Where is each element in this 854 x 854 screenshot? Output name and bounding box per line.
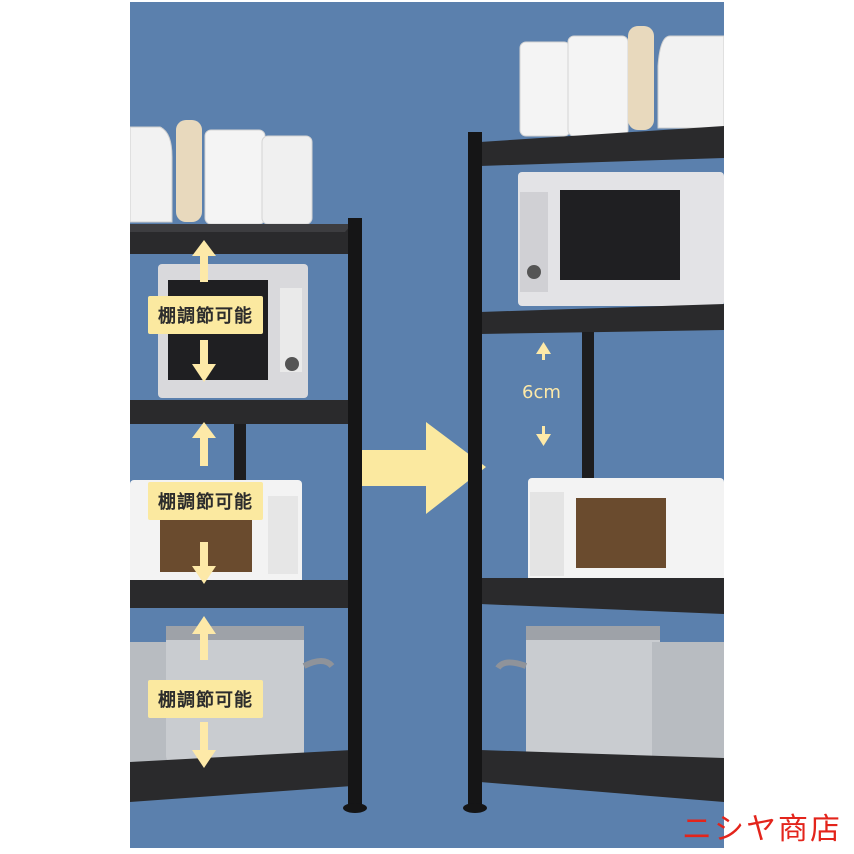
right-shelf-4 (480, 750, 724, 802)
up-down-arrow-1 (200, 250, 208, 282)
canister-left-2 (261, 135, 313, 225)
canister-left (204, 129, 266, 225)
right-shelf-1 (480, 126, 724, 166)
left-front-post (348, 218, 362, 808)
right-shelf-3 (480, 578, 724, 614)
transition-arrow-icon (362, 422, 486, 514)
left-shelf-2 (130, 400, 352, 424)
left-shelf-3 (130, 580, 352, 608)
pot-right-1 (526, 626, 660, 766)
right-rack (463, 26, 724, 813)
grinder-left (176, 120, 202, 222)
up-down-arrow-2 (200, 432, 208, 466)
pitcher-right (657, 35, 724, 129)
adjustable-label-3: 棚調節可能 (148, 680, 263, 718)
pot-right-2 (652, 642, 724, 762)
canister-right-2 (567, 35, 629, 137)
right-front-post (468, 132, 482, 808)
shop-watermark: ニシヤ商店 (682, 812, 842, 847)
product-photo-panel: 棚調節可能 棚調節可能 棚調節可能 6cm (130, 2, 724, 848)
shelf-illustration (130, 26, 724, 813)
adjustable-label-1: 棚調節可能 (148, 296, 263, 334)
gap-label: 6cm (522, 382, 561, 403)
right-shelf-2 (480, 304, 724, 334)
canister-right (519, 41, 571, 137)
adjustable-label-2: 棚調節可能 (148, 482, 263, 520)
up-down-arrow-3 (200, 626, 208, 660)
left-shelf-4 (130, 750, 352, 802)
grinder-right (628, 26, 654, 130)
pitcher-left (130, 126, 173, 223)
